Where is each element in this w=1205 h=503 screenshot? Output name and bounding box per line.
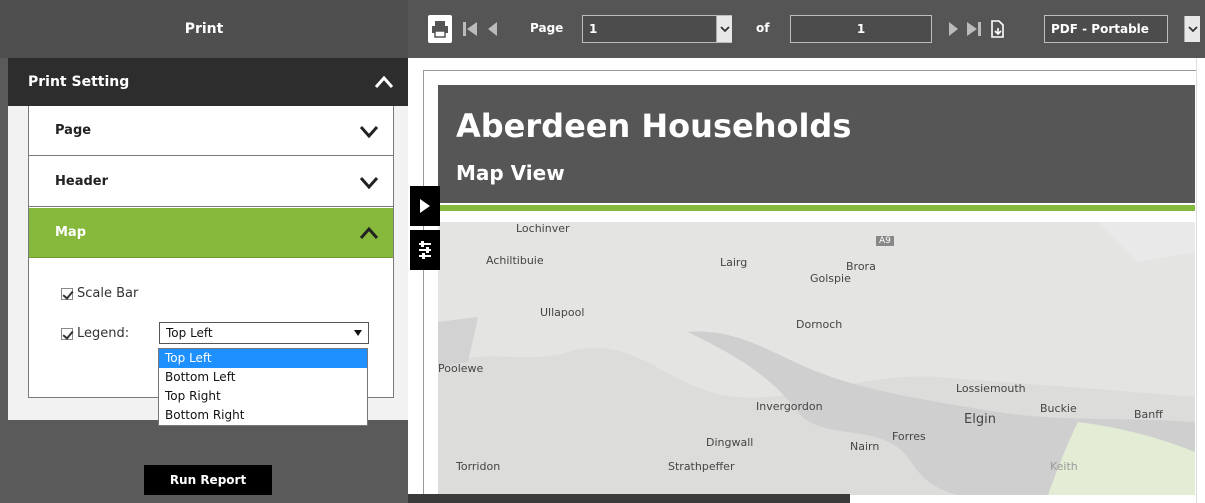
export-format-value: PDF - Portable: [1051, 22, 1149, 36]
map-label: Forres: [892, 430, 926, 443]
report-title: Aberdeen Households: [456, 107, 852, 145]
last-page-icon: [967, 22, 981, 36]
section-page-label: Page: [55, 123, 92, 138]
print-button[interactable]: [428, 15, 452, 43]
export-format-select[interactable]: PDF - Portable: [1044, 15, 1168, 43]
legend-position-select[interactable]: Top Left: [159, 322, 369, 344]
panel-title: Print: [0, 0, 408, 58]
export-button[interactable]: [986, 15, 1010, 43]
export-format-arrow[interactable]: [1184, 16, 1200, 42]
chevron-up-icon: [374, 75, 394, 88]
chevron-up-icon: [359, 226, 379, 239]
map-label: Achiltibuie: [486, 254, 544, 267]
map-label: Invergordon: [756, 400, 823, 413]
printer-icon: [432, 21, 448, 38]
report-subtitle: Map View: [456, 161, 565, 185]
settings-accordion: Page Header Map: [28, 106, 394, 398]
chevron-down-icon: [1187, 26, 1198, 33]
total-pages-value: 1: [856, 22, 866, 36]
map-label: Buckie: [1040, 402, 1077, 415]
chevron-down-icon: [359, 125, 379, 138]
dropdown-arrow-icon: [354, 330, 362, 336]
map-label: Golspie: [810, 272, 851, 285]
option-bottom-left[interactable]: Bottom Left: [165, 370, 236, 384]
map-label: Nairn: [850, 440, 880, 453]
horizontal-scrollbar[interactable]: [408, 494, 850, 503]
map-label: Poolewe: [438, 362, 484, 375]
page-select-arrow[interactable]: [716, 16, 732, 42]
map-label: Lossiemouth: [956, 382, 1026, 395]
map-label: Dornoch: [796, 318, 843, 331]
print-setting-header[interactable]: Print Setting: [8, 58, 408, 106]
section-page[interactable]: Page: [29, 106, 393, 156]
next-page-icon: [949, 22, 958, 36]
legend-checkbox[interactable]: [61, 327, 73, 340]
legend-position-dropdown: Top Left Bottom Left Top Right Bottom Ri…: [158, 348, 368, 426]
print-panel: Print Print Setting Page Header: [0, 0, 408, 503]
map-label: Ullapool: [540, 306, 585, 319]
previous-page-button[interactable]: [480, 15, 504, 43]
map-label: Elgin: [964, 412, 996, 427]
parameters-button[interactable]: [410, 230, 440, 270]
header-accent-line: [438, 205, 1195, 211]
map-background: [438, 222, 1195, 495]
page-number-select[interactable]: 1: [582, 15, 732, 43]
sliders-icon: [419, 241, 431, 259]
legend-option: Legend:: [61, 326, 129, 341]
map-label: Banff: [1134, 408, 1163, 421]
previous-page-icon: [488, 22, 497, 36]
option-top-right[interactable]: Top Right: [165, 389, 221, 403]
map-view: Lochinver Achiltibuie Lairg Brora Golspi…: [438, 222, 1195, 495]
vertical-scrollbar[interactable]: [1196, 58, 1205, 503]
report-header: Aberdeen Households Map View: [438, 85, 1195, 203]
next-page-button[interactable]: [942, 15, 966, 43]
map-label: Brora: [846, 260, 876, 273]
total-pages-field: 1: [790, 15, 932, 43]
map-label: Dingwall: [706, 436, 754, 449]
section-map[interactable]: Map: [29, 208, 393, 258]
map-label: Keith: [1050, 460, 1078, 473]
map-label: Strathpeffer: [668, 460, 735, 473]
scale-bar-option: Scale Bar: [61, 286, 138, 301]
map-label: Torridon: [456, 460, 501, 473]
export-icon: [991, 20, 1004, 38]
last-page-button[interactable]: [962, 15, 986, 43]
scale-bar-label: Scale Bar: [77, 286, 139, 301]
scale-bar-checkbox[interactable]: [61, 287, 73, 300]
section-header-label: Header: [55, 174, 109, 189]
option-top-left[interactable]: Top Left: [159, 349, 367, 368]
option-bottom-right[interactable]: Bottom Right: [165, 408, 245, 422]
play-arrow-icon: [420, 199, 430, 213]
section-map-label: Map: [55, 225, 87, 240]
run-report-button[interactable]: Run Report: [144, 465, 272, 495]
chevron-down-icon: [719, 26, 730, 33]
map-label: Lairg: [720, 256, 748, 269]
road-marker-label: A9: [876, 236, 894, 246]
of-label: of: [756, 21, 770, 35]
legend-label: Legend:: [77, 326, 130, 341]
first-page-icon: [463, 22, 477, 36]
report-toolbar: Page 1 of 1: [408, 0, 1205, 58]
print-setting-label: Print Setting: [28, 74, 130, 90]
section-header[interactable]: Header: [29, 157, 393, 207]
expand-panel-button[interactable]: [410, 186, 440, 226]
legend-position-value: Top Left: [166, 326, 213, 340]
first-page-button[interactable]: [458, 15, 482, 43]
chevron-down-icon: [359, 176, 379, 189]
page-label: Page: [530, 21, 564, 35]
map-label: Lochinver: [516, 222, 570, 235]
page-number-value: 1: [589, 22, 598, 36]
print-setting-body: Page Header Map: [8, 106, 408, 420]
